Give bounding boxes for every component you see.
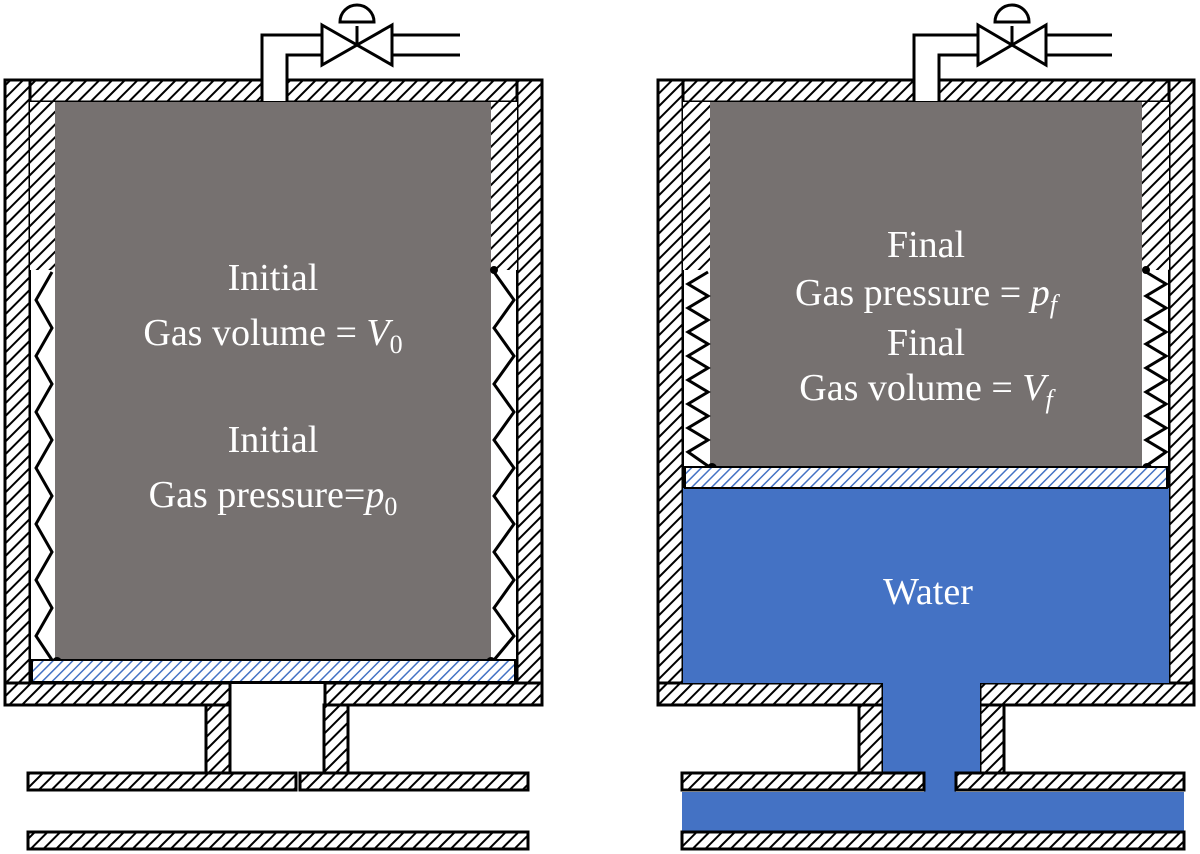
right-upper-liner-r (1142, 102, 1169, 270)
right-top-wall (656, 78, 916, 104)
left-bottom-wall-l (3, 681, 232, 707)
left-neck-wall-r (322, 703, 350, 775)
left-vent-pipe (260, 33, 460, 80)
right-gas-region (710, 102, 1142, 467)
right-membrane (684, 466, 1168, 489)
right-tank: Final Gas pressure = pf Final Gas volume… (656, 3, 1196, 851)
right-vent-pipe (912, 33, 1112, 80)
valve-icon (976, 3, 1048, 68)
right-neck-wall-r (978, 703, 1006, 775)
spring-icon (1143, 270, 1169, 468)
spring-icon (34, 271, 54, 661)
left-side-wall-r (515, 78, 544, 707)
right-water-region (683, 488, 1169, 683)
left-pressure-label: Gas pressure=p0 (149, 474, 398, 521)
left-gas-region (55, 102, 491, 660)
left-state-word-1: Initial (228, 257, 319, 299)
left-pipe-top-r (298, 771, 530, 792)
left-state-word-2: Initial (228, 419, 319, 461)
water-label: Water (883, 571, 973, 613)
left-membrane (31, 659, 516, 683)
left-upper-liner-r (491, 102, 517, 270)
left-pipe-bottom (26, 830, 530, 851)
right-top-wall-right (937, 78, 1196, 104)
left-side-wall-l (3, 78, 32, 707)
right-neck-wall-l (857, 703, 885, 775)
left-pipe-top-l (26, 771, 298, 792)
right-state-word-2: Final (887, 322, 965, 364)
right-side-wall-l (656, 78, 685, 707)
spring-icon (685, 270, 711, 468)
right-state-word-1: Final (887, 224, 965, 266)
right-upper-liner-l (683, 102, 710, 270)
right-neck-water-lower (924, 770, 956, 794)
right-pipe-top-l (680, 771, 926, 792)
left-volume-label: Gas volume = V0 (143, 312, 402, 359)
left-upper-liner-l (30, 102, 55, 270)
spring-icon (492, 271, 516, 661)
right-pipe-water (682, 792, 1184, 832)
right-side-wall-r (1167, 78, 1196, 707)
right-pipe-bottom (680, 830, 1186, 851)
right-neck-water (883, 680, 980, 773)
right-pressure-label: Gas pressure = pf (795, 272, 1061, 319)
valve-icon (320, 3, 394, 68)
left-tank: Initial Gas volume = V0 Initial Gas pres… (3, 3, 544, 851)
spring-anchor (1142, 266, 1150, 274)
left-neck-wall-l (204, 703, 232, 775)
left-top-wall (3, 78, 264, 104)
right-bottom-wall-r (978, 681, 1196, 707)
right-bottom-wall-l (656, 681, 885, 707)
right-volume-label: Gas volume = Vf (799, 367, 1056, 414)
left-top-wall-right (285, 78, 544, 104)
left-bottom-wall-r (323, 681, 544, 707)
spring-anchor (490, 266, 498, 274)
right-pipe-top-r (954, 771, 1186, 792)
